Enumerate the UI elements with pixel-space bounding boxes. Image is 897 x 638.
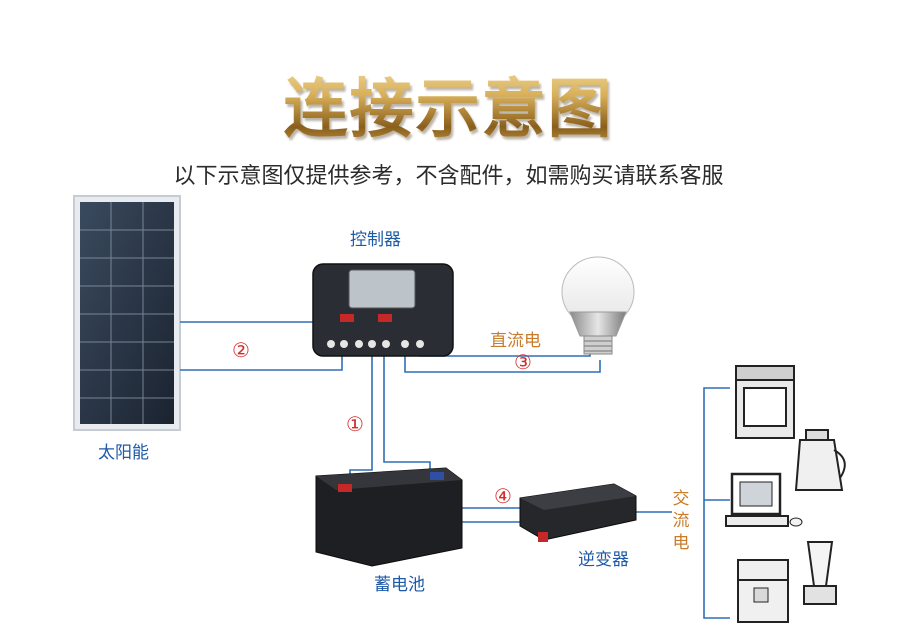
computer-appliance (725, 472, 803, 527)
page-title: 连接示意图 (0, 58, 897, 150)
solar-panel (73, 195, 181, 431)
charge-controller (312, 263, 454, 357)
stove-appliance (735, 365, 795, 439)
label-inverter: 逆变器 (578, 550, 629, 570)
label-controller: 控制器 (350, 230, 401, 250)
battery (315, 467, 463, 567)
led-bulb (561, 256, 635, 355)
kettle-appliance (794, 429, 846, 491)
marker-4: ④ (494, 484, 512, 508)
marker-3: ③ (514, 350, 532, 374)
wires (180, 321, 730, 619)
marker-1: ① (346, 412, 364, 436)
label-dc: 直流电 (490, 331, 541, 351)
label-ac: 交流电 (672, 489, 690, 553)
inverter (519, 483, 637, 542)
refrigerator-appliance (737, 559, 789, 623)
label-battery: 蓄电池 (374, 575, 425, 595)
marker-2: ② (232, 338, 250, 362)
blender-appliance (803, 541, 837, 605)
label-solar: 太阳能 (98, 443, 149, 463)
page-subtitle: 以下示意图仅提供参考，不含配件，如需购买请联系客服 (173, 164, 724, 189)
